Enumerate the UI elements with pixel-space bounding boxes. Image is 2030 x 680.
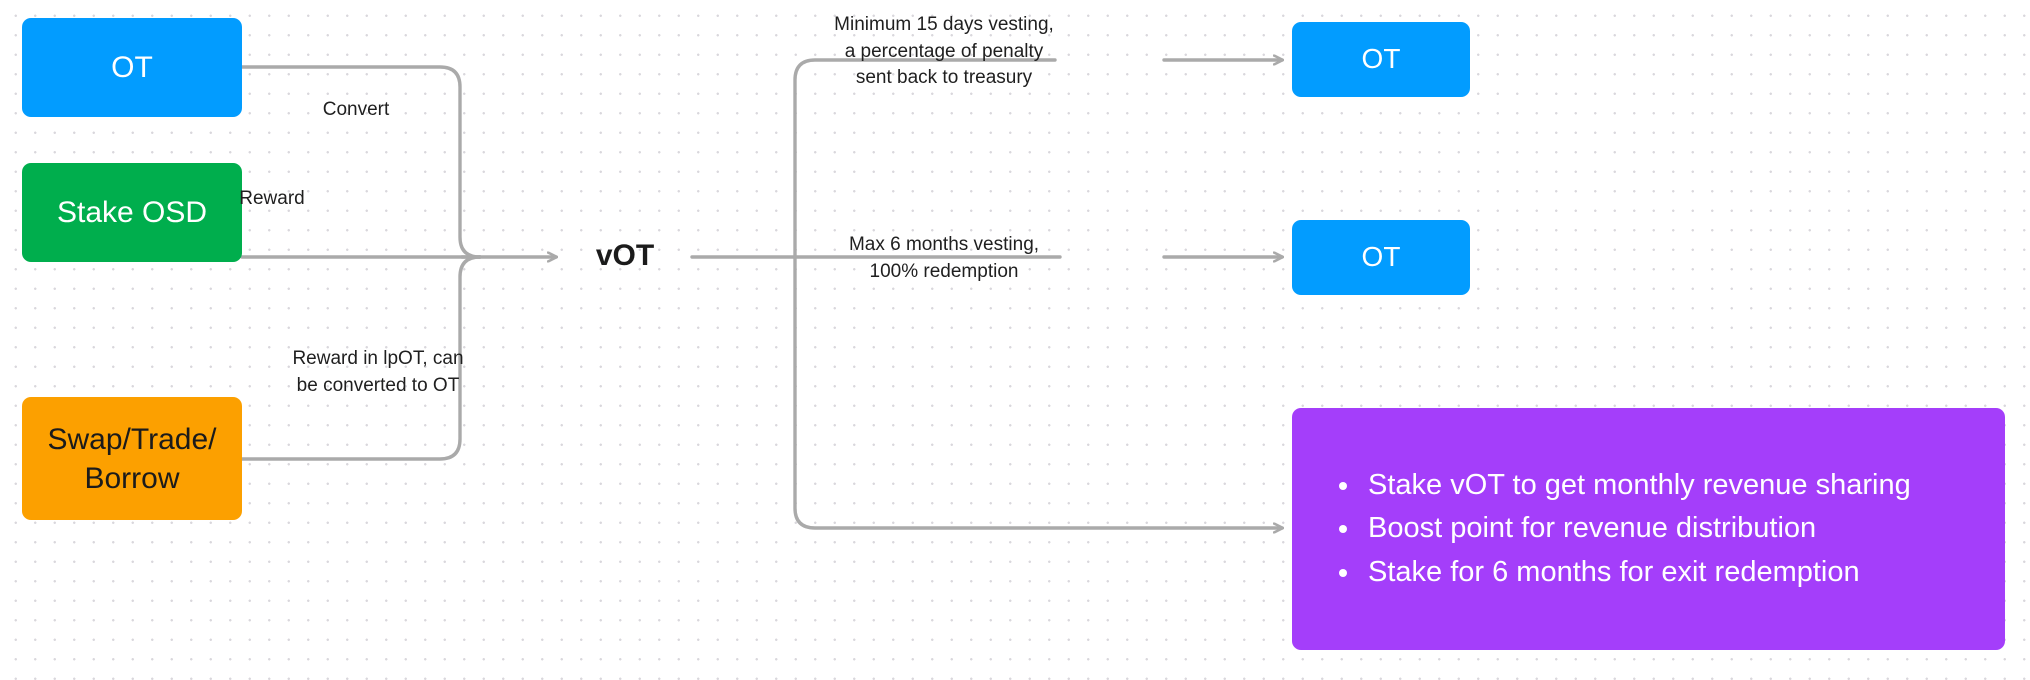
node-ot-out-top[interactable]: OT	[1292, 22, 1470, 97]
node-ot-out-top-label: OT	[1361, 43, 1401, 75]
node-ot-source-label: OT	[111, 51, 153, 84]
edge-ot-to-vot	[240, 65, 482, 259]
node-stake-osd-label: Stake OSD	[56, 196, 208, 229]
node-stake-osd[interactable]: Stake OSD	[22, 163, 242, 262]
list-item: Stake for 6 months for exit redemption	[1362, 551, 1911, 595]
node-ot-out-mid[interactable]: OT	[1292, 220, 1470, 295]
node-ot-out-mid-label: OT	[1361, 241, 1401, 273]
node-vot-label: vOT	[595, 239, 655, 272]
benefits-panel[interactable]: Stake vOT to get monthly revenue sharing…	[1292, 408, 2005, 650]
list-item: Stake vOT to get monthly revenue sharing	[1362, 464, 1911, 508]
node-vot[interactable]: vOT	[565, 235, 685, 277]
edge-label-convert: Convert	[322, 99, 390, 120]
edge-label-reward: Reward	[239, 188, 305, 209]
node-swap-trade-borrow[interactable]: Swap/Trade/ Borrow	[22, 397, 242, 520]
node-ot-source[interactable]: OT	[22, 18, 242, 117]
list-item: Boost point for revenue distribution	[1362, 507, 1911, 551]
edge-label-reward-lpot: Reward in lpOT, can be converted to OT	[292, 348, 464, 396]
edge-label-max-vesting: Max 6 months vesting, 100% redemption	[848, 234, 1040, 282]
benefits-list: Stake vOT to get monthly revenue sharing…	[1336, 464, 1911, 595]
edge-branch-bottom	[793, 255, 1282, 528]
edge-label-min-vesting: Minimum 15 days vesting, a percentage of…	[834, 14, 1054, 89]
node-swap-trade-borrow-label: Swap/Trade/ Borrow	[47, 422, 217, 495]
